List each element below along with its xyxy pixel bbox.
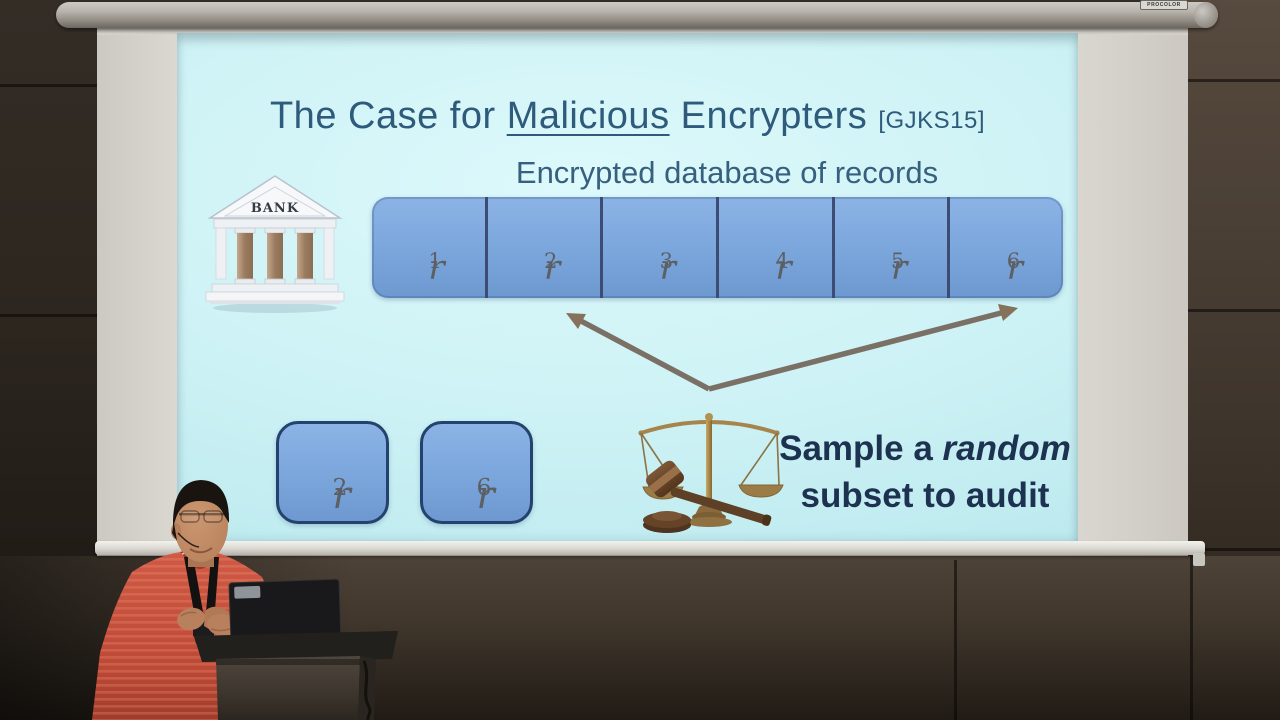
audit-emphasis: random [942,429,1071,468]
wall-seam [0,314,97,317]
slide-title: The Case for Malicious Encrypters [GJKS1… [177,95,1078,138]
wall-seam [0,84,97,87]
wall-seam [954,560,957,720]
database-caption: Encrypted database of records [515,155,939,190]
audit-arrows-icon [566,304,1018,392]
screen-top-shadow [97,26,1188,35]
wall-seam [1188,309,1280,312]
title-emphasis: Malicious [506,95,670,137]
screen-roller [56,2,1218,28]
title-text: Encrypters [669,95,879,137]
title-text: The Case for [269,95,507,137]
title-citation: [GJKS15] [878,107,986,134]
bank-icon: BANK [205,175,345,313]
screen-roller-cap [1194,2,1218,28]
audit-caption: Sample a random subset to audit [779,429,1071,515]
speaker-and-podium [92,480,398,720]
screen-rail-hook [1193,553,1205,566]
speaker-head [171,480,230,567]
podium [194,631,398,720]
slide: The Case for Malicious Encrypters [GJKS1… [177,33,1078,542]
screen-brand-label: PROCOLOR [1140,0,1188,10]
wall-seam [1188,79,1280,82]
speaker-hands [177,606,237,637]
podium-cable [362,660,372,720]
wall-seam [1203,548,1280,551]
bank-label: BANK [251,201,299,216]
screen-bottom-rail [95,541,1205,555]
scales-of-justice-icon [638,413,784,533]
wall-seam [1190,556,1193,720]
